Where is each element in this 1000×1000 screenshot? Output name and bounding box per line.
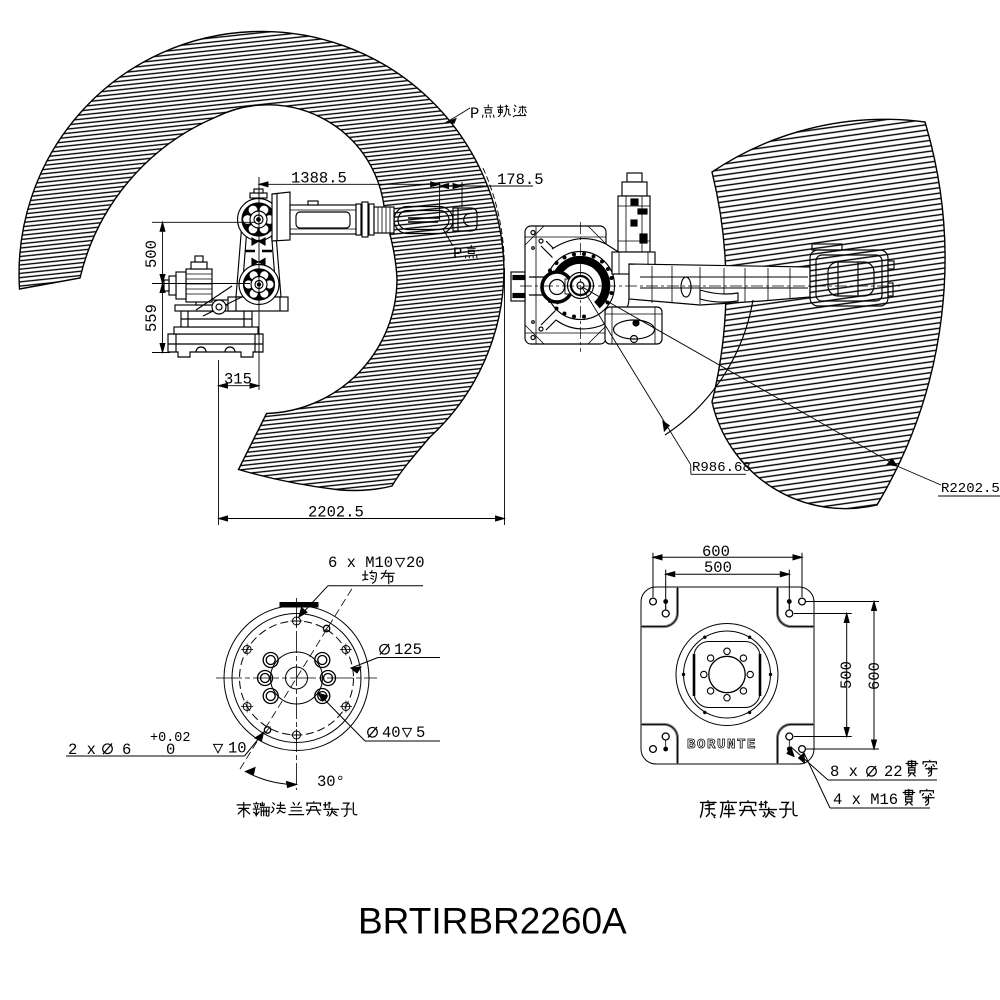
svg-text:125: 125 bbox=[394, 641, 422, 659]
svg-text:R986.68: R986.68 bbox=[692, 460, 751, 476]
svg-text:P: P bbox=[470, 105, 479, 123]
svg-text:500: 500 bbox=[143, 240, 161, 268]
svg-text:22: 22 bbox=[884, 763, 903, 781]
svg-text:20: 20 bbox=[406, 554, 425, 572]
svg-text:6: 6 bbox=[122, 741, 131, 759]
svg-text:4 x M16: 4 x M16 bbox=[833, 791, 898, 809]
svg-text:30°: 30° bbox=[317, 773, 345, 791]
svg-text:600: 600 bbox=[866, 662, 884, 690]
svg-text:178.5: 178.5 bbox=[497, 171, 544, 189]
svg-text:+0.02: +0.02 bbox=[150, 731, 191, 746]
svg-text:R2202.5: R2202.5 bbox=[941, 481, 1000, 497]
svg-text:BORUNTE: BORUNTE bbox=[687, 737, 757, 753]
svg-text:600: 600 bbox=[702, 543, 730, 561]
svg-text:2202.5: 2202.5 bbox=[308, 504, 364, 522]
svg-text:P: P bbox=[453, 245, 462, 263]
svg-text:8 x: 8 x bbox=[830, 763, 858, 781]
svg-text:315: 315 bbox=[224, 371, 252, 389]
svg-text:500: 500 bbox=[704, 559, 732, 577]
svg-text:6 x M10: 6 x M10 bbox=[328, 554, 393, 572]
svg-text:40: 40 bbox=[382, 724, 401, 742]
svg-text:BRTIRBR2260A: BRTIRBR2260A bbox=[358, 901, 627, 942]
svg-text:5: 5 bbox=[416, 724, 425, 742]
svg-text:10: 10 bbox=[228, 740, 247, 758]
svg-text:2 x: 2 x bbox=[68, 741, 96, 759]
svg-text:500: 500 bbox=[838, 661, 856, 689]
svg-text:559: 559 bbox=[143, 304, 161, 332]
svg-text:1388.5: 1388.5 bbox=[291, 170, 347, 188]
svg-text:0: 0 bbox=[166, 741, 175, 759]
